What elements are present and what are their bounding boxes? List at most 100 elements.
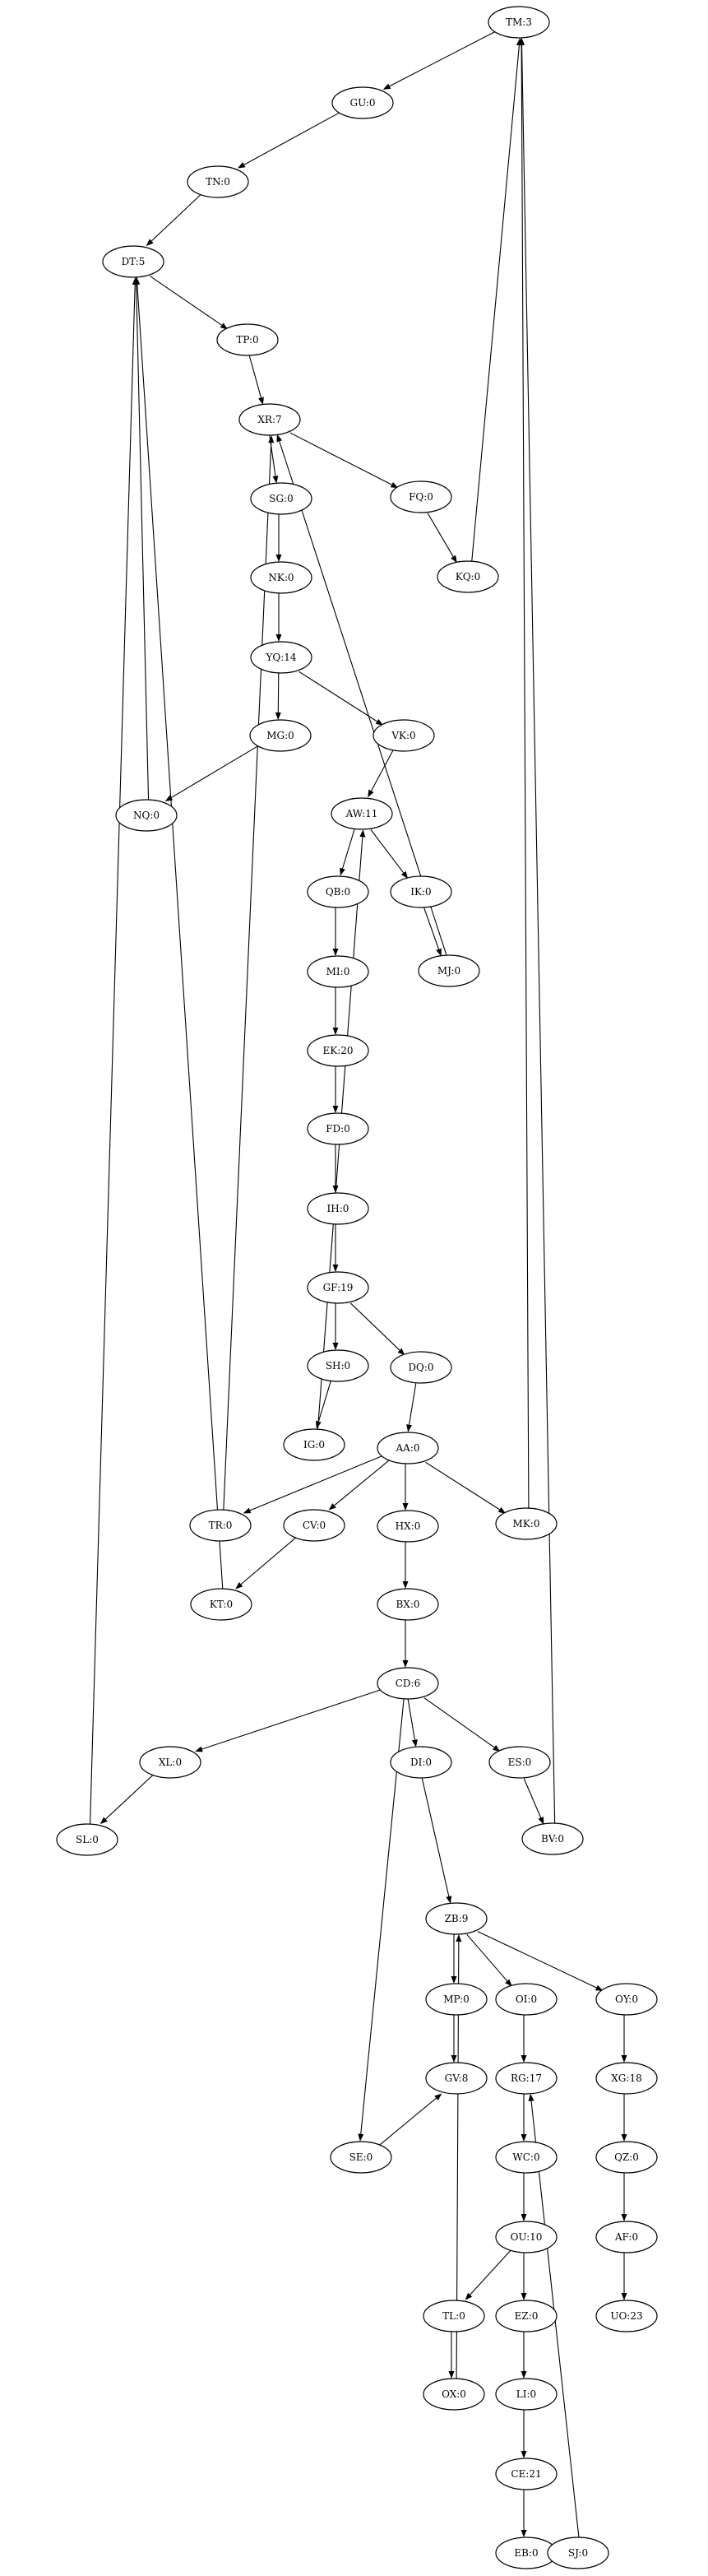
node-gu: GU:0 [331,86,394,119]
node-label: SJ:0 [568,2547,588,2559]
edge-line [105,1774,155,1820]
node-label: TR:0 [209,1520,233,1531]
arrowhead [275,555,282,562]
node-nk: NK:0 [250,561,312,594]
node-label: NQ:0 [133,810,160,821]
node-ellipse [425,2062,488,2095]
arrowhead [390,482,399,489]
arrowhead [456,1934,462,1942]
node-oi: OI:0 [495,1983,558,2016]
edge-vk-aw [368,749,395,798]
edge-hx-bx [402,1542,409,1589]
node-ellipse [423,2300,485,2332]
edge-line [249,1455,384,1511]
edge-aw-qb [340,828,355,876]
edge-yq-mg [275,672,281,720]
node-ellipse [250,641,312,674]
edge-oi-rg [521,2015,527,2063]
node-label: IH:0 [327,1203,349,1214]
node-label: XR:7 [257,414,281,425]
arrowhead [332,1265,339,1272]
arrowhead [276,434,283,443]
node-label: LI:0 [516,2388,536,2400]
arrowhead [505,1979,512,1987]
node-label: KT:0 [210,1599,233,1610]
node-label: CE:21 [511,2468,541,2480]
node-label: YQ:14 [265,652,296,663]
edge-tn-dt [146,193,202,247]
arrowhead [451,1976,457,1984]
arrowhead [235,1581,243,1590]
edge-kt-dt [134,276,224,1589]
edge-line [470,2249,512,2295]
node-ellipse [283,1509,345,1542]
node-label: NK:0 [268,572,294,583]
node-kt: KT:0 [190,1588,252,1621]
arrowhead [519,37,525,46]
node-label: MG:0 [266,730,294,741]
node-ellipse [595,2062,658,2095]
node-label: QB:0 [326,886,350,898]
node-label: AA:0 [395,1442,419,1454]
node-label: QZ:0 [614,2151,639,2163]
edge-line [427,513,454,557]
edge-line [378,2097,437,2147]
edge-cd-xl [195,1688,382,1752]
node-af: AF:0 [595,2221,658,2253]
node-mj: MJ:0 [418,954,480,987]
edge-zb-mp [451,1934,457,1984]
node-tn: TN:0 [187,165,249,198]
edge-line [523,1778,542,1818]
edge-line [423,907,440,950]
edge-line [279,441,447,955]
edge-aw-ik [370,829,409,880]
arrowhead [332,1028,339,1035]
arrowhead [375,718,384,726]
node-sg: SG:0 [250,482,312,515]
edge-line [334,1459,391,1506]
node-ellipse [307,1112,369,1145]
node-label: MJ:0 [437,965,460,977]
node-label: TL:0 [442,2310,465,2322]
arrowhead [402,1581,409,1589]
node-mp: MP:0 [425,1983,488,2016]
edge-sg-nk [275,514,282,562]
edge-line [136,284,150,800]
edge-line [349,1302,400,1351]
node-ellipse [250,482,312,515]
arrowhead [521,2371,527,2379]
edge-line [423,1697,495,1748]
edge-line [370,749,395,791]
node-ellipse [521,1822,584,1855]
node-label: GF:19 [323,1282,354,1293]
arrowhead [99,1817,108,1825]
node-label: SL:0 [76,1834,99,1845]
node-qz: QZ:0 [595,2141,658,2174]
node-label: EB:0 [514,2547,538,2559]
node-ellipse [307,1271,369,1304]
node-eb: EB:0 [495,2537,558,2569]
node-ellipse [595,1983,658,2016]
node-ellipse [437,560,499,593]
edge-line [370,829,405,874]
node-label: GV:8 [445,2072,469,2084]
edge-mi-ek [332,987,339,1035]
edge-line [466,1933,508,1982]
node-rg: RG:17 [495,2062,558,2095]
node-vk: VK:0 [373,719,435,752]
node-ellipse [488,1746,551,1779]
node-kq: KQ:0 [437,560,499,593]
node-di: DI:0 [390,1746,452,1779]
edge-li-ce [521,2410,527,2458]
node-ellipse [190,1588,252,1621]
node-tm: TM:3 [488,6,550,39]
edge-aa-mk [425,1461,507,1514]
node-ellipse [547,2537,609,2569]
arrowhead [237,162,246,169]
edge-line [409,1382,417,1425]
edge-bx-cd [402,1620,409,1668]
arrowhead [446,1896,452,1904]
arrowhead [220,323,229,330]
node-label: OI:0 [516,1993,537,2005]
node-nq: NQ:0 [115,799,178,832]
